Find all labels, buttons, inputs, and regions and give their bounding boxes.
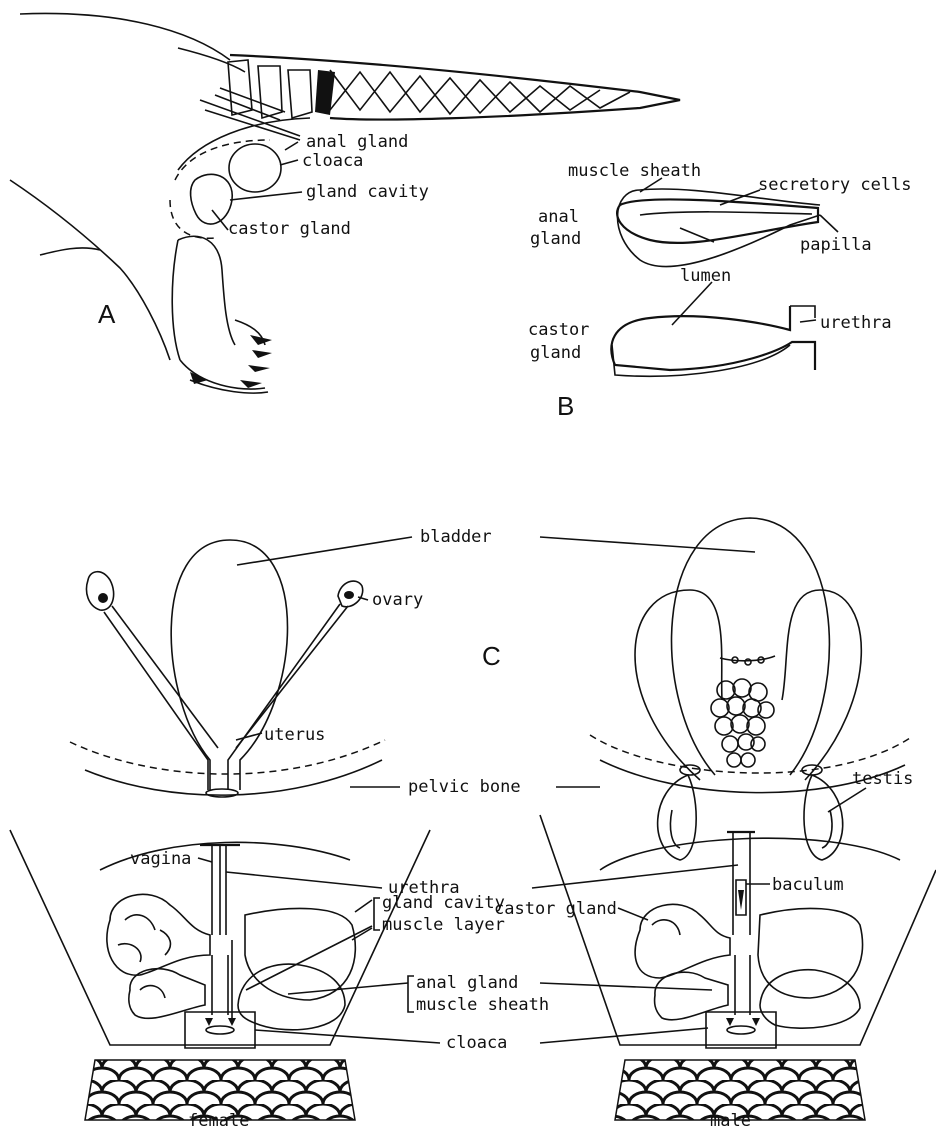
label-female: female bbox=[188, 1111, 249, 1131]
label-baculum: baculum bbox=[772, 875, 844, 895]
label-vagina: vagina bbox=[130, 849, 191, 869]
panel-b-letter: B bbox=[557, 391, 574, 421]
label-anal-gland-c: anal gland bbox=[416, 973, 518, 993]
label-papilla: papilla bbox=[800, 235, 872, 255]
label-anal-b-line2: gland bbox=[530, 229, 581, 249]
label-uterus: uterus bbox=[264, 725, 325, 745]
label-muscle-sheath-b: muscle sheath bbox=[568, 161, 701, 181]
label-secretory-cells: secretory cells bbox=[758, 175, 912, 195]
label-muscle-sheath-c: muscle sheath bbox=[416, 995, 549, 1015]
label-gland-cavity-a: gland cavity bbox=[306, 182, 429, 202]
label-anal-b-line1: anal bbox=[538, 207, 579, 227]
label-castor-b-line2: gland bbox=[530, 343, 581, 363]
panel-c-letter: C bbox=[482, 641, 501, 671]
label-pelvic-bone: pelvic bone bbox=[408, 777, 521, 797]
label-castor-gland-a: castor gland bbox=[228, 219, 351, 239]
label-cloaca-a: cloaca bbox=[302, 151, 363, 171]
label-gland-cavity-c: gland cavity bbox=[382, 893, 505, 913]
label-male: male bbox=[710, 1111, 751, 1131]
label-castor-gland-c: castor gland bbox=[494, 899, 617, 919]
panel-c-female bbox=[10, 540, 430, 1120]
panel-c-male bbox=[540, 518, 936, 1120]
label-lumen: lumen bbox=[680, 266, 731, 286]
panel-a-letter: A bbox=[98, 299, 116, 329]
panel-c-leader-lines bbox=[198, 537, 866, 1043]
label-anal-gland-a: anal gland bbox=[306, 132, 408, 152]
label-castor-b-line1: castor bbox=[528, 320, 589, 340]
label-urethra-b: urethra bbox=[820, 313, 892, 333]
label-muscle-layer: muscle layer bbox=[382, 915, 505, 935]
label-cloaca-c: cloaca bbox=[446, 1033, 507, 1053]
label-ovary: ovary bbox=[372, 590, 423, 610]
label-testis: testis bbox=[852, 769, 913, 789]
label-bladder: bladder bbox=[420, 527, 492, 547]
